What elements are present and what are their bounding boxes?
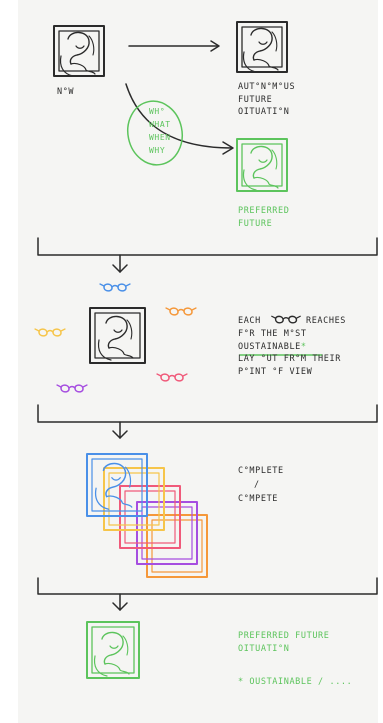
autonomous-future-label: AUT°N°M°US FUTURE OITUATI°N [238, 82, 296, 117]
final-preferred-portrait [86, 621, 140, 679]
stack-orange [146, 514, 208, 578]
separator-1 [37, 237, 378, 273]
arrow-now-to-preferred [125, 83, 234, 155]
now-portrait [53, 25, 105, 77]
questions-label: WH° WHAT WHEN WHY [149, 107, 171, 155]
glasses-pink-icon [156, 373, 188, 382]
center-portrait [89, 307, 146, 364]
glasses-blue-icon [99, 283, 131, 292]
stack-blue [86, 453, 148, 517]
preferred-future-label: PREFERRED FUTURE [238, 206, 290, 229]
perspective-text: F°R THE M°ST OUSTAINABLE* LAY °UT FR°M T… [238, 329, 341, 377]
sustainable-word: OUSTAINABLE [238, 341, 301, 352]
complete-label: C°MPLETE [238, 466, 284, 476]
compete-label: C°MPETE [238, 494, 279, 504]
glasses-purple-icon [56, 384, 88, 393]
each-label: EACH [238, 316, 261, 326]
paper-background [18, 0, 378, 723]
now-label: N°W [57, 87, 75, 97]
stack-yellow [103, 467, 165, 531]
reaches-label: REACHES [306, 316, 347, 326]
preferred-portrait [236, 138, 288, 192]
separator-2 [37, 404, 378, 439]
arrow-now-to-autonomous [128, 40, 220, 52]
stack-purple [136, 501, 198, 565]
glasses-yellow-icon [34, 328, 66, 337]
glasses-orange-top-icon [165, 307, 197, 316]
questions-circle [127, 100, 183, 166]
separator-3 [37, 577, 378, 611]
sustainable-footnote: * OUSTAINABLE / .... [238, 677, 353, 687]
final-preferred-label: PREFERRED FUTURE OITUATI°N [238, 631, 330, 654]
glasses-inline-icon [271, 315, 301, 324]
asterisk-mark: * [300, 341, 307, 352]
slash-label: / [254, 480, 260, 490]
autonomous-portrait [236, 21, 288, 73]
